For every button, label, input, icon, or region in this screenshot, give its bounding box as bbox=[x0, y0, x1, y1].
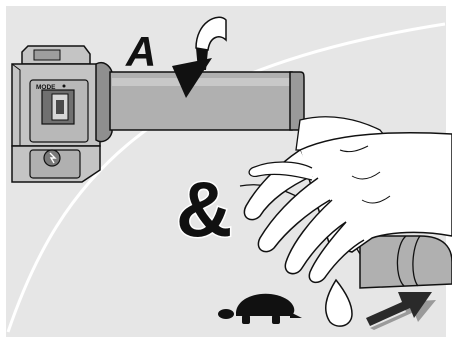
label-and: & bbox=[176, 165, 232, 253]
right-grip bbox=[360, 236, 452, 288]
label-a: A bbox=[125, 28, 156, 75]
switch-housing bbox=[12, 46, 100, 182]
mode-label: MODE bbox=[36, 84, 56, 91]
